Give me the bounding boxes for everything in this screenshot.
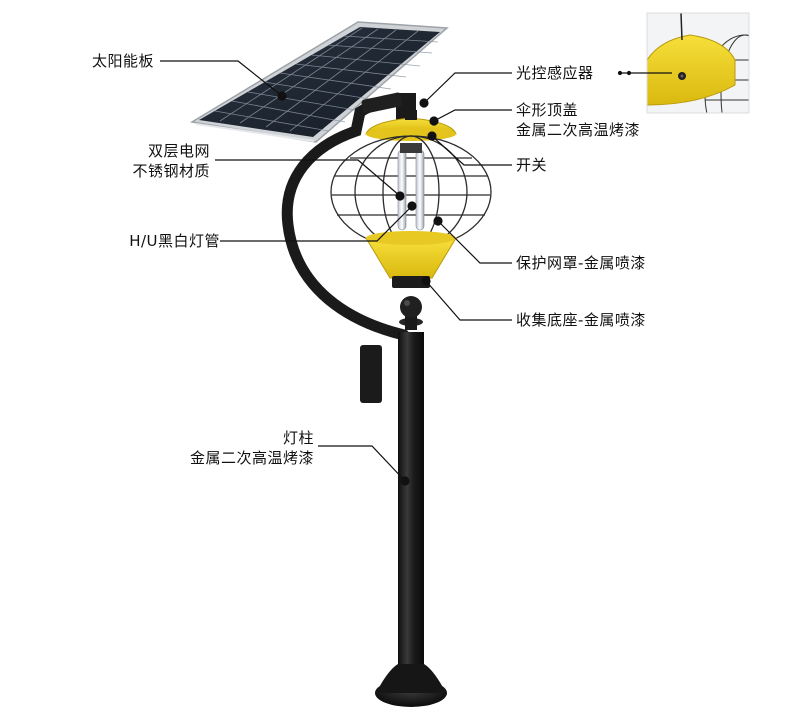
lamp-pole [375,296,447,707]
label-guard: 保护网罩-金属喷漆 [516,254,646,272]
insect-killer-lamp-icon [330,110,492,288]
label-solar-panel: 太阳能板 [91,52,154,70]
solar-panel-icon [189,21,449,143]
leader-lines [160,60,672,486]
label-tube: H/U黑白灯管 [129,232,220,250]
label-base: 收集底座-金属喷漆 [516,311,646,329]
label-light-sensor: 光控感应器 [516,64,594,82]
label-mesh: 双层电网 不锈钢材质 [132,142,210,180]
label-top-cover: 伞形顶盖 金属二次高温烤漆 [516,101,641,139]
label-pole: 灯柱 金属二次高温烤漆 [189,429,314,467]
label-switch: 开关 [516,156,548,174]
light-sensor-inset-icon [647,13,749,113]
